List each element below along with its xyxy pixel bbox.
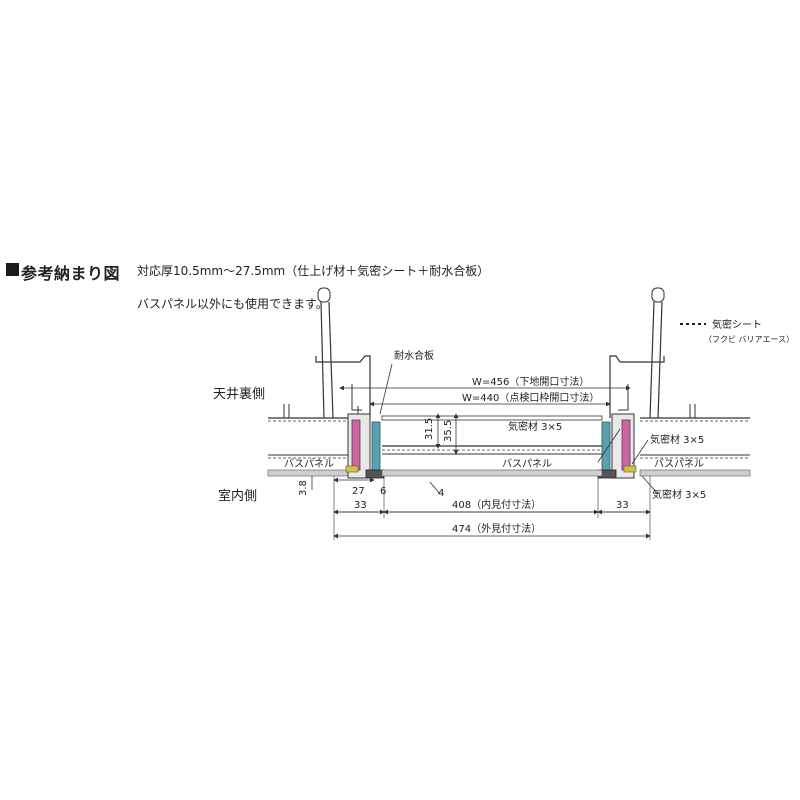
- dim-4: 4: [438, 488, 444, 499]
- w440-label: W=440（点検口枠開口寸法）: [462, 391, 599, 404]
- airtight-center-label: 気密材 3×5: [508, 420, 562, 433]
- legend: 気密シート （フクビ バリアエース）: [680, 318, 794, 344]
- w456-label: W=456（下地開口寸法）: [472, 375, 589, 388]
- dim-33-right: 33: [616, 500, 629, 511]
- bus-panel-center-label: バスパネル: [502, 458, 552, 470]
- dim-408: 408（内見付寸法）: [452, 498, 541, 511]
- hanger-bolt-left-icon: [315, 287, 371, 419]
- bus-panel-right-label: バスパネル: [654, 458, 704, 470]
- dim-474: 474（外見付寸法）: [452, 522, 541, 535]
- hanger-bolt-right-icon: [609, 287, 665, 419]
- thickness-spec: 対応厚10.5mm〜27.5mm（仕上げ材＋気密シート＋耐水合板）: [137, 264, 490, 278]
- dim-27: 27: [352, 486, 365, 497]
- square-bullet-icon: [6, 263, 19, 276]
- diagram-title: 参考納まり図: [21, 264, 121, 283]
- dim-35-5: 35.5: [443, 420, 454, 442]
- dim-31-5: 31.5: [424, 418, 435, 440]
- dim-33-left: 33: [354, 500, 367, 511]
- legend-label: 気密シート: [712, 318, 762, 331]
- bus-panel-left-label: バスパネル: [284, 458, 334, 470]
- dim-6: 6: [380, 486, 386, 497]
- indoor-label: 室内側: [218, 488, 257, 504]
- frame-left: [345, 406, 385, 479]
- airtight-right-upper-label: 気密材 3×5: [650, 433, 704, 446]
- dim-3-8: 3.8: [298, 480, 309, 496]
- ceiling-back-label: 天井裏側: [213, 387, 265, 402]
- plywood-label: 耐水合板: [394, 349, 434, 362]
- inspection-lid: [381, 415, 603, 477]
- frame-right: [597, 413, 637, 479]
- legend-sublabel: （フクビ バリアエース）: [704, 335, 794, 344]
- airtight-right-lower-label: 気密材 3×5: [652, 488, 706, 501]
- usage-note: バスパネル以外にも使用できます。: [137, 297, 328, 311]
- diagram-header: 参考納まり図 対応厚10.5mm〜27.5mm（仕上げ材＋気密シート＋耐水合板）…: [6, 262, 786, 322]
